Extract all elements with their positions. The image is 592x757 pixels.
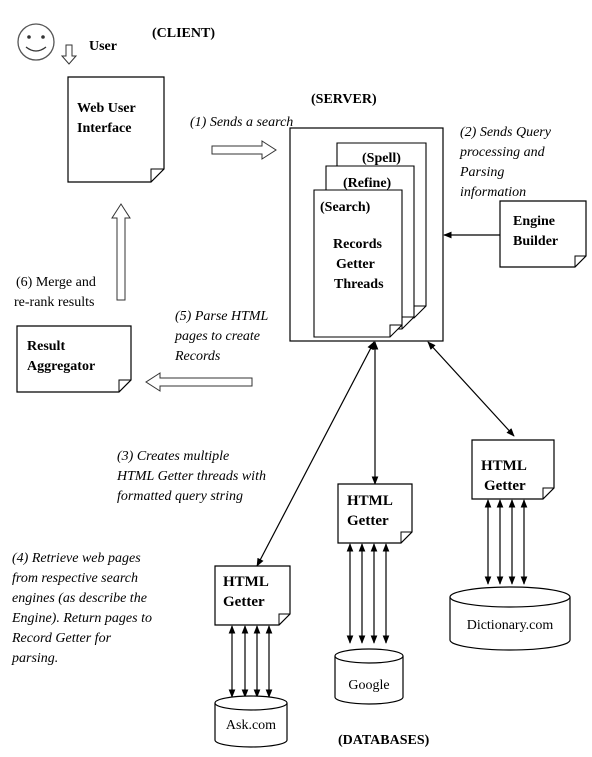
engine-builder-line1: Engine bbox=[513, 214, 555, 229]
step-3-line2: HTML Getter threads with bbox=[116, 469, 266, 484]
getter-ask-to-db-arrows bbox=[228, 625, 273, 698]
html-getter-ask-box: HTML Getter bbox=[214, 565, 291, 626]
step-3-line3: formatted query string bbox=[117, 489, 243, 504]
refine-label: (Refine) bbox=[343, 176, 392, 191]
step-6-line1: (6) Merge and bbox=[16, 275, 96, 290]
result-aggregator-box: Result Aggregator bbox=[16, 325, 132, 393]
web-user-interface-box: Web User Interface bbox=[67, 76, 165, 183]
step-1-text: (1) Sends a search bbox=[190, 115, 293, 130]
step-5-line1: (5) Parse HTML bbox=[175, 309, 269, 324]
server-to-getter-dictionary-arrow bbox=[427, 341, 515, 437]
step-4-line4: Engine). Return pages to bbox=[11, 611, 152, 626]
step-4-line1: (4) Retrieve web pages bbox=[12, 551, 141, 566]
records-getter-line1: Records bbox=[333, 237, 383, 252]
search-label: (Search) bbox=[320, 200, 371, 215]
getter-google-to-db-arrows bbox=[346, 543, 390, 644]
google-database-label: Google bbox=[348, 678, 389, 693]
step-5-text: (5) Parse HTML pages to create Records bbox=[174, 309, 269, 364]
step-4-text: (4) Retrieve web pages from respective s… bbox=[11, 551, 152, 666]
html-getter-ask-line1: HTML bbox=[223, 574, 269, 590]
html-getter-dictionary-line2: Getter bbox=[484, 478, 526, 494]
step-1-line1: (1) Sends a search bbox=[190, 115, 293, 130]
engine-builder-box: Engine Builder bbox=[499, 200, 587, 268]
step-2-text: (2) Sends Query processing and Parsing i… bbox=[459, 125, 552, 200]
dictionary-database-cylinder: Dictionary.com bbox=[449, 586, 571, 651]
web-user-interface-line1: Web User bbox=[77, 101, 136, 116]
step-3-line1: (3) Creates multiple bbox=[117, 449, 229, 464]
step-6-text: (6) Merge and re-rank results bbox=[14, 275, 96, 310]
ask-database-label: Ask.com bbox=[226, 718, 276, 733]
html-getter-google-line1: HTML bbox=[347, 493, 393, 509]
html-getter-ask-line2: Getter bbox=[223, 594, 265, 610]
sends-search-arrow bbox=[211, 140, 277, 160]
result-aggregator-line2: Aggregator bbox=[27, 359, 95, 374]
records-getter-line3: Threads bbox=[334, 277, 384, 292]
user-label: User bbox=[89, 39, 117, 54]
html-getter-google-box: HTML Getter bbox=[337, 483, 413, 544]
result-aggregator-line1: Result bbox=[27, 339, 65, 354]
step-4-line5: Record Getter for bbox=[11, 631, 112, 646]
step-2-line4: information bbox=[460, 185, 526, 200]
records-getter-line2: Getter bbox=[336, 257, 375, 272]
google-database-cylinder: Google bbox=[334, 648, 404, 705]
web-user-interface-line2: Interface bbox=[77, 121, 131, 136]
step-2-line3: Parsing bbox=[459, 165, 504, 180]
html-getter-google-line2: Getter bbox=[347, 513, 389, 529]
databases-label: (DATABASES) bbox=[338, 733, 430, 748]
step-4-line6: parsing. bbox=[11, 651, 58, 666]
getter-dictionary-to-db-arrows bbox=[484, 499, 528, 585]
html-getter-dictionary-line1: HTML bbox=[481, 458, 527, 474]
step-2-line2: processing and bbox=[459, 145, 546, 160]
ask-database-cylinder: Ask.com bbox=[214, 695, 288, 748]
html-getter-dictionary-box: HTML Getter bbox=[471, 439, 555, 500]
merge-up-arrow bbox=[111, 203, 131, 301]
client-label: (CLIENT) bbox=[152, 26, 215, 41]
user-smiley-icon bbox=[17, 23, 55, 61]
step-4-line3: engines (as describe the bbox=[12, 591, 147, 606]
step-2-line1: (2) Sends Query bbox=[460, 125, 552, 140]
server-to-getter-ask-arrow bbox=[256, 341, 375, 567]
engine-builder-line2: Builder bbox=[513, 234, 558, 249]
step-6-line2: re-rank results bbox=[14, 295, 94, 310]
search-thread-page: (Search) Records Getter Threads bbox=[313, 189, 403, 338]
step-5-line2: pages to create bbox=[174, 329, 260, 344]
dictionary-database-label: Dictionary.com bbox=[467, 618, 554, 633]
parse-to-aggregator-arrow bbox=[145, 372, 253, 392]
user-down-arrow bbox=[60, 44, 78, 65]
step-3-text: (3) Creates multiple HTML Getter threads… bbox=[116, 449, 266, 504]
step-5-line3: Records bbox=[174, 349, 221, 364]
spell-label: (Spell) bbox=[362, 151, 401, 166]
server-label: (SERVER) bbox=[311, 92, 377, 107]
step-4-line2: from respective search bbox=[12, 571, 138, 586]
